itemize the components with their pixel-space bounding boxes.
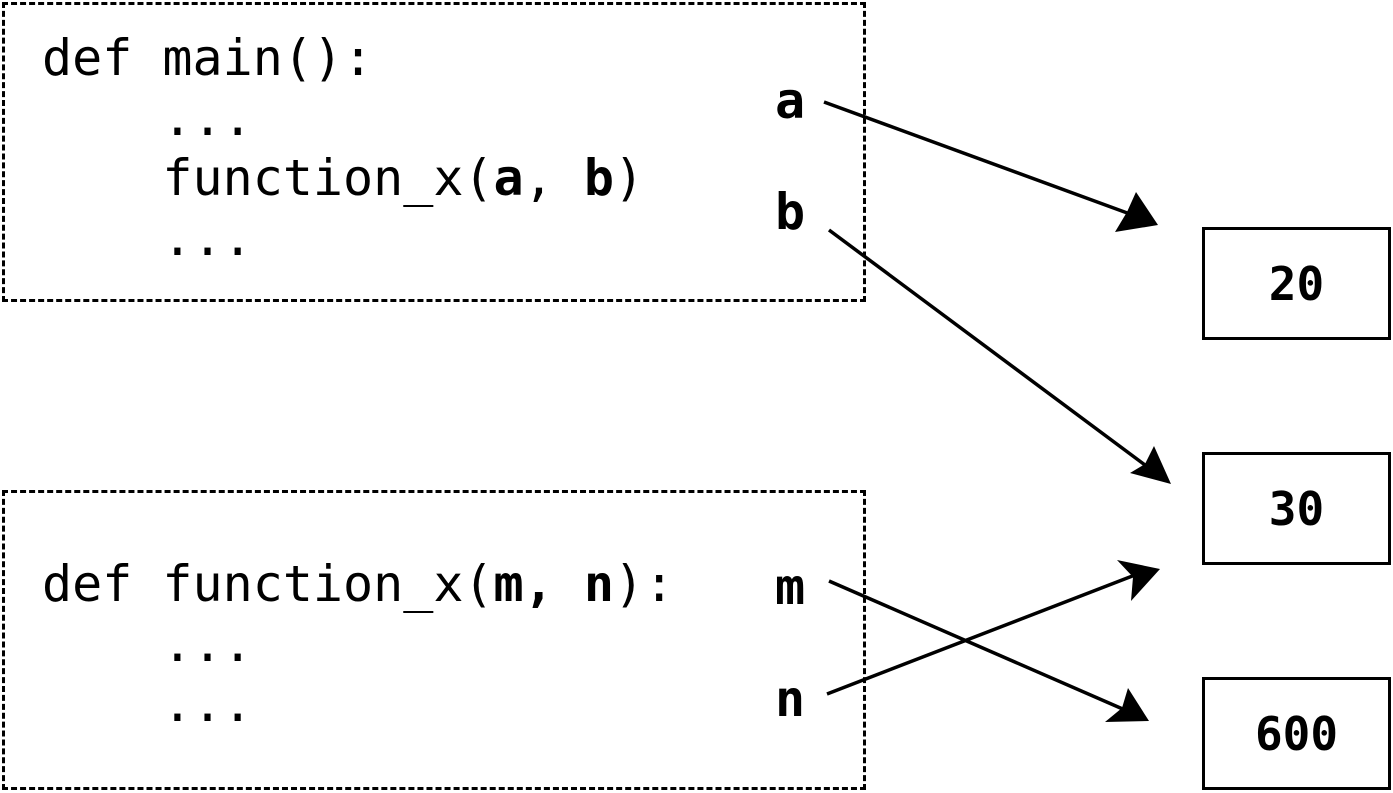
main-code: def main(): ... function_x(a, b) ... xyxy=(42,28,644,268)
main-call-prefix: function_x( xyxy=(42,149,494,207)
main-line-4: ... xyxy=(42,209,253,267)
func-param-m: m xyxy=(493,555,524,613)
main-call-arg-b: b xyxy=(583,149,614,207)
main-line-1: def main(): xyxy=(42,29,374,87)
arrowhead-n xyxy=(1117,560,1160,601)
func-line-3: ... xyxy=(42,675,253,733)
var-label-b: b xyxy=(775,183,806,241)
arrow-m-to-600 xyxy=(828,579,1126,712)
main-scope-frame xyxy=(2,2,866,302)
arrow-a-to-20 xyxy=(823,100,1131,216)
value-box-600: 600 xyxy=(1202,677,1391,790)
var-label-m: m xyxy=(775,558,806,616)
arrowhead-b xyxy=(1130,446,1171,484)
var-label-n: n xyxy=(775,670,806,728)
arrowhead-m xyxy=(1105,688,1149,722)
value-box-30: 30 xyxy=(1202,452,1391,565)
value-box-20: 20 xyxy=(1202,227,1391,340)
var-label-a: a xyxy=(775,72,806,130)
function-scope-frame xyxy=(2,490,866,790)
arrowhead-a xyxy=(1115,192,1158,232)
func-line-2: ... xyxy=(42,615,253,673)
arrow-n-to-30 xyxy=(826,573,1136,696)
func-param-n: n xyxy=(583,555,614,613)
main-call-sep: , xyxy=(523,149,584,207)
func-def-prefix: def function_x( xyxy=(42,555,494,613)
main-call-arg-a: a xyxy=(493,149,524,207)
arrow-b-to-30 xyxy=(827,228,1147,467)
func-def-suffix: ): xyxy=(613,555,675,613)
main-line-2: ... xyxy=(42,89,253,147)
value-20: 20 xyxy=(1268,256,1325,311)
value-600: 600 xyxy=(1254,706,1339,761)
main-line-3: function_x(a, b) xyxy=(42,149,644,207)
value-30: 30 xyxy=(1268,481,1325,536)
func-def-sep: , xyxy=(523,555,584,613)
func-line-1: def function_x(m, n): xyxy=(42,555,674,613)
function-code: def function_x(m, n): ... ... xyxy=(42,554,674,734)
main-call-suffix: ) xyxy=(613,149,645,207)
